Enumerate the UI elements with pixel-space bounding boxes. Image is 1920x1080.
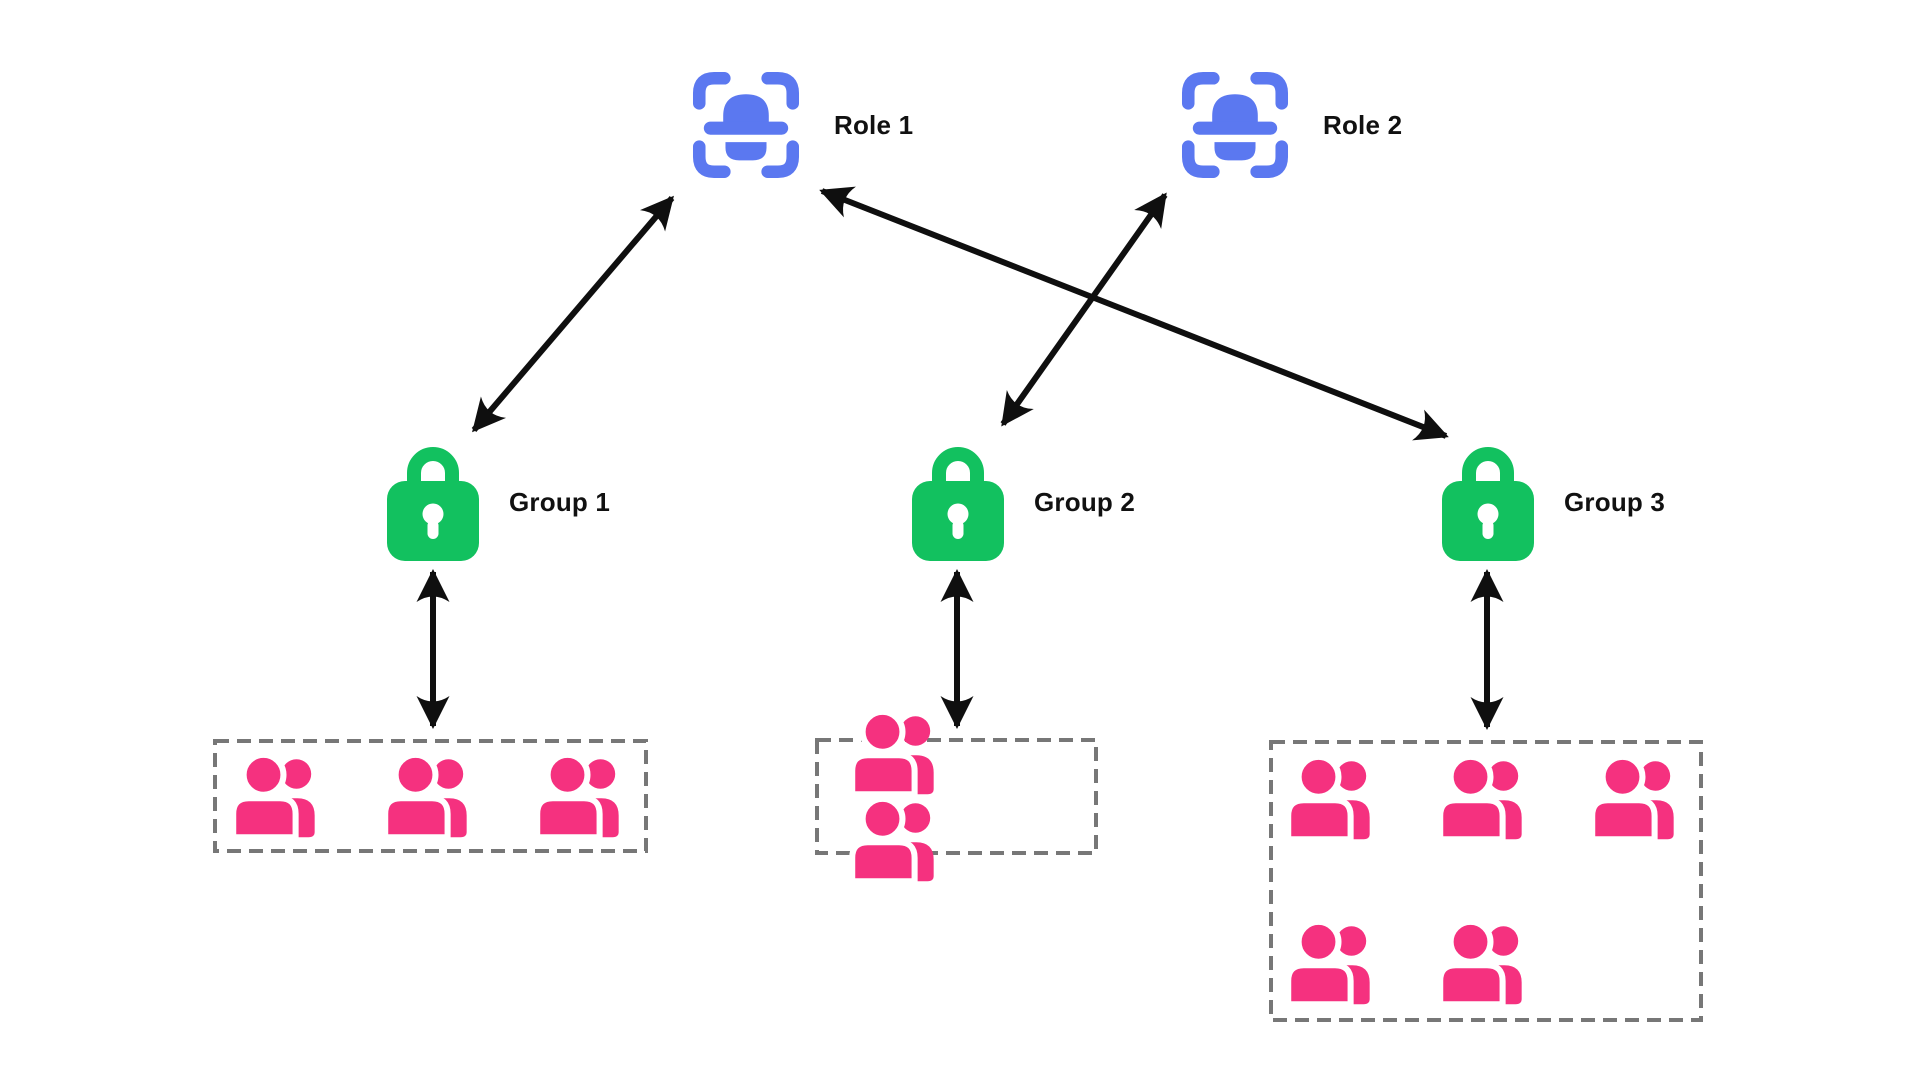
id-scan-face-icon xyxy=(692,71,800,179)
people-icon xyxy=(849,709,934,797)
users-box-border-1 xyxy=(213,739,648,853)
group-3-node: Group 3 xyxy=(1442,443,1665,561)
role-1-node: Role 1 xyxy=(688,68,913,182)
people-icon xyxy=(1437,755,1522,842)
people-icon xyxy=(849,796,934,884)
group-1-node: Group 1 xyxy=(387,443,610,561)
users-box-group-1 xyxy=(217,743,644,849)
arrow-role2-group2 xyxy=(1000,192,1168,427)
users-box-border-3 xyxy=(1269,740,1703,1022)
group-2-node: Group 2 xyxy=(912,443,1135,561)
arrow-role1-group3 xyxy=(819,186,1449,441)
arrow-role1-group1 xyxy=(471,195,675,433)
padlock-icon xyxy=(912,447,1004,561)
people-icon xyxy=(1437,920,1522,1007)
people-icon xyxy=(534,752,619,840)
id-scan-face-icon xyxy=(1181,71,1289,179)
people-icon xyxy=(1285,755,1370,842)
padlock-icon xyxy=(1442,447,1534,561)
role-1-label: Role 1 xyxy=(834,109,914,140)
people-icon xyxy=(382,752,467,840)
padlock-icon xyxy=(387,447,479,561)
users-box-group-2 xyxy=(819,709,1094,884)
role-2-label: Role 2 xyxy=(1323,109,1403,140)
group-2-label: Group 2 xyxy=(1034,486,1136,517)
group-3-label: Group 3 xyxy=(1564,486,1666,517)
people-icon xyxy=(1285,920,1370,1007)
group-1-label: Group 1 xyxy=(509,486,611,517)
role-2-node: Role 2 xyxy=(1177,68,1402,182)
people-icon xyxy=(1589,755,1674,842)
users-box-group-3 xyxy=(1273,744,1699,1018)
people-icon xyxy=(230,752,315,840)
users-box-border-2 xyxy=(815,738,1098,855)
